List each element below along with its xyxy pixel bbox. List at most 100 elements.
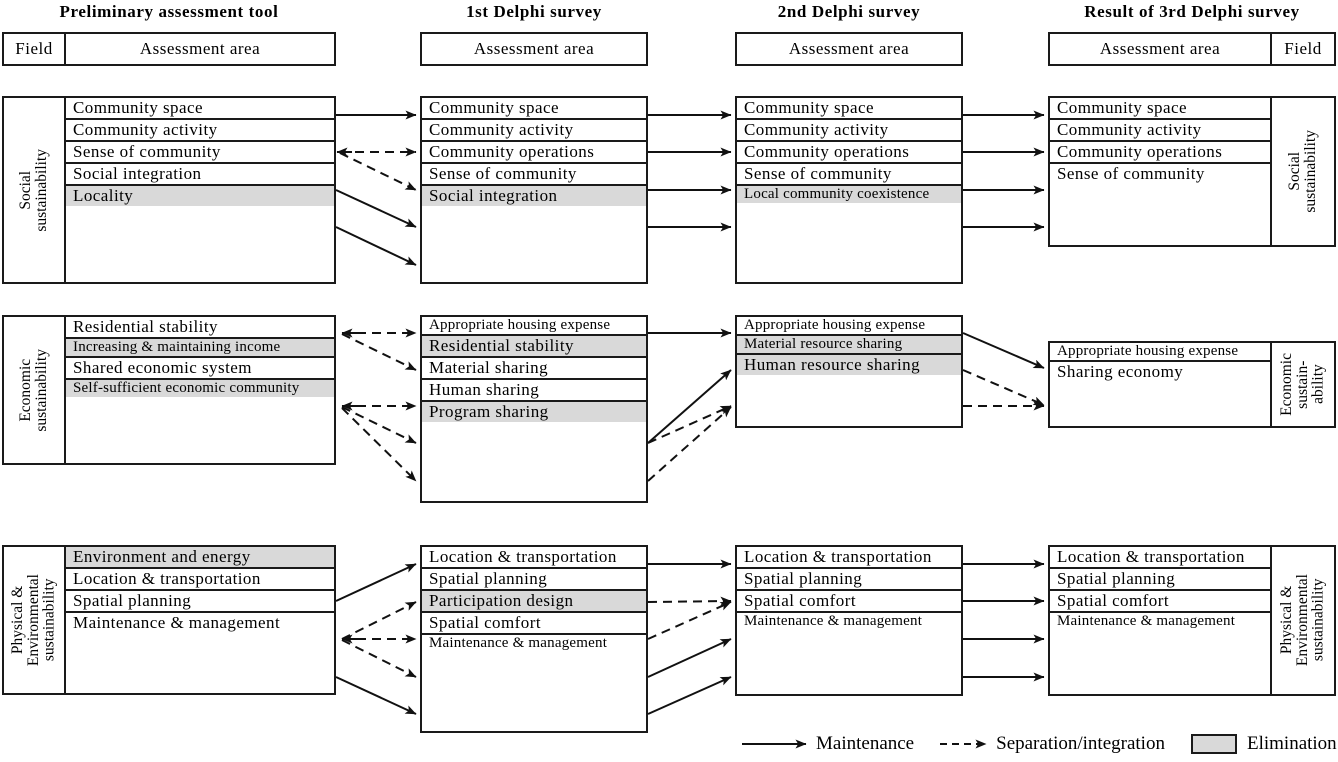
assessment-row[interactable]: Material sharing bbox=[422, 358, 646, 380]
assessment-row[interactable]: Social integration bbox=[66, 164, 334, 186]
assessment-row[interactable]: Sense of community bbox=[1057, 164, 1205, 183]
assessment-row[interactable]: Appropriate housing expense bbox=[737, 317, 961, 336]
arrow-separation bbox=[341, 601, 417, 640]
header-field-label: Field bbox=[1284, 39, 1322, 58]
assessment-row[interactable]: Spatial planning bbox=[422, 569, 646, 591]
assessment-row[interactable]: Community activity bbox=[66, 120, 334, 142]
arrow-maintenance bbox=[335, 226, 417, 266]
physical-field-label: Physical & Environmental sustainability bbox=[9, 573, 58, 667]
header-assessment-label: Assessment area bbox=[139, 39, 261, 58]
assessment-row[interactable]: Sharing economy bbox=[1057, 362, 1184, 381]
assessment-row[interactable]: Location & transportation bbox=[422, 547, 646, 569]
assessment-row[interactable]: Sense of community bbox=[422, 164, 646, 186]
arrow-separation bbox=[647, 406, 732, 482]
arrow-separation bbox=[647, 601, 732, 640]
economic-field-cell: Economic sustainability bbox=[4, 317, 66, 463]
assessment-row[interactable]: Maintenance & management bbox=[429, 635, 608, 651]
assessment-row[interactable]: Human sharing bbox=[422, 380, 646, 402]
economic-field-cell-right: Economic sustain- ability bbox=[1272, 343, 1334, 426]
assessment-row-eliminated[interactable]: Material resource sharing bbox=[737, 336, 961, 355]
legend-elimination-label: Elimination bbox=[1246, 733, 1337, 754]
legend-separation-icon bbox=[940, 739, 987, 749]
physical-preliminary-rows: Environment and energy Location & transp… bbox=[66, 547, 334, 693]
assessment-row-eliminated[interactable]: Increasing & maintaining income bbox=[66, 339, 334, 358]
assessment-row[interactable]: Spatial planning bbox=[66, 591, 334, 613]
legend-maintenance-label: Maintenance bbox=[816, 733, 915, 754]
social-delphi3-rows: Community space Community activity Commu… bbox=[1050, 98, 1272, 245]
arrow-maintenance bbox=[647, 369, 732, 444]
assessment-row[interactable]: Maintenance & management bbox=[744, 613, 923, 629]
assessment-row[interactable]: Community operations bbox=[1050, 142, 1270, 164]
assessment-row-eliminated[interactable]: Self-sufficient economic community bbox=[66, 380, 334, 397]
arrow-maintenance bbox=[335, 676, 417, 715]
arrow-separation bbox=[341, 639, 417, 678]
physical-preliminary-table: Physical & Environmental sustainability … bbox=[2, 545, 336, 695]
arrow-separation bbox=[341, 407, 417, 482]
assessment-row[interactable]: Community activity bbox=[737, 120, 961, 142]
header-box-preliminary: Field Assessment area bbox=[2, 32, 336, 66]
header-assessment-label: Assessment area bbox=[473, 39, 595, 58]
assessment-row[interactable]: Sense of community bbox=[66, 142, 334, 164]
assessment-row-eliminated[interactable]: Local community coexistence bbox=[737, 186, 961, 203]
assessment-row[interactable]: Shared economic system bbox=[66, 358, 334, 380]
physical-field-cell-right: Physical & Environmental sustainability bbox=[1272, 547, 1334, 694]
header-field-label: Field bbox=[4, 34, 66, 64]
assessment-row[interactable]: Spatial comfort bbox=[1050, 591, 1270, 613]
assessment-row[interactable]: Sense of community bbox=[737, 164, 961, 186]
column-title-preliminary: Preliminary assessment tool bbox=[59, 2, 279, 21]
assessment-row[interactable]: Residential stability bbox=[66, 317, 334, 339]
assessment-row[interactable]: Spatial comfort bbox=[422, 613, 646, 635]
assessment-row[interactable]: Spatial planning bbox=[737, 569, 961, 591]
assessment-row[interactable]: Community space bbox=[422, 98, 646, 120]
legend-elimination-swatch bbox=[1190, 734, 1237, 754]
economic-preliminary-rows: Residential stability Increasing & maint… bbox=[66, 317, 334, 463]
assessment-row-eliminated[interactable]: Residential stability bbox=[422, 336, 646, 358]
arrow-maintenance bbox=[647, 638, 732, 678]
arrow-separation bbox=[647, 405, 732, 444]
economic-delphi2-rows: Appropriate housing expense Material res… bbox=[737, 317, 961, 426]
column-title-delphi3: Result of 3rd Delphi survey bbox=[1084, 2, 1300, 21]
assessment-row[interactable]: Maintenance & management bbox=[73, 613, 281, 632]
arrow-maintenance bbox=[962, 332, 1045, 369]
arrow-maintenance bbox=[335, 563, 417, 602]
header-assessment-label: Assessment area bbox=[788, 39, 910, 58]
assessment-row-eliminated[interactable]: Social integration bbox=[422, 186, 646, 206]
assessment-row-eliminated[interactable]: Human resource sharing bbox=[737, 355, 961, 375]
physical-delphi3-rows: Location & transportation Spatial planni… bbox=[1050, 547, 1272, 694]
header-box-delphi1: Assessment area bbox=[420, 32, 648, 66]
assessment-row[interactable]: Community operations bbox=[737, 142, 961, 164]
column-title-delphi1: 1st Delphi survey bbox=[466, 2, 602, 21]
physical-delphi2-rows: Location & transportation Spatial planni… bbox=[737, 547, 961, 694]
assessment-row-eliminated[interactable]: Participation design bbox=[422, 591, 646, 613]
assessment-row[interactable]: Community space bbox=[66, 98, 334, 120]
assessment-row[interactable]: Maintenance & management bbox=[1057, 613, 1236, 629]
physical-field-cell: Physical & Environmental sustainability bbox=[4, 547, 66, 693]
social-delphi2-rows: Community space Community activity Commu… bbox=[737, 98, 961, 282]
assessment-row[interactable]: Community activity bbox=[1050, 120, 1270, 142]
assessment-row[interactable]: Spatial comfort bbox=[737, 591, 961, 613]
header-box-delphi3: Assessment area Field bbox=[1048, 32, 1336, 66]
social-delphi1-table: Community space Community activity Commu… bbox=[420, 96, 648, 284]
physical-delphi1-rows: Location & transportation Spatial planni… bbox=[422, 547, 646, 731]
assessment-row[interactable]: Location & transportation bbox=[66, 569, 334, 591]
arrow-maintenance bbox=[335, 189, 417, 228]
assessment-row[interactable]: Location & transportation bbox=[1050, 547, 1270, 569]
assessment-row[interactable]: Spatial planning bbox=[1050, 569, 1270, 591]
arrow-separation bbox=[341, 406, 417, 444]
assessment-row[interactable]: Location & transportation bbox=[737, 547, 961, 569]
assessment-row[interactable]: Community activity bbox=[422, 120, 646, 142]
assessment-row[interactable]: Appropriate housing expense bbox=[1050, 343, 1270, 362]
physical-delphi1-table: Location & transportation Spatial planni… bbox=[420, 545, 648, 733]
social-field-cell-right: Social sustainability bbox=[1272, 98, 1334, 245]
assessment-row-eliminated[interactable]: Environment and energy bbox=[66, 547, 334, 569]
assessment-row-eliminated[interactable]: Program sharing bbox=[422, 402, 646, 422]
assessment-row[interactable]: Community space bbox=[1050, 98, 1270, 120]
social-field-cell: Social sustainability bbox=[4, 98, 66, 282]
assessment-row-eliminated[interactable]: Locality bbox=[66, 186, 334, 206]
physical-field-label: Physical & Environmental sustainability bbox=[1278, 574, 1327, 667]
economic-delphi1-rows: Appropriate housing expense Residential … bbox=[422, 317, 646, 501]
assessment-row[interactable]: Community space bbox=[737, 98, 961, 120]
assessment-row[interactable]: Appropriate housing expense bbox=[422, 317, 646, 336]
header-assessment-label: Assessment area bbox=[1050, 34, 1272, 64]
assessment-row[interactable]: Community operations bbox=[422, 142, 646, 164]
